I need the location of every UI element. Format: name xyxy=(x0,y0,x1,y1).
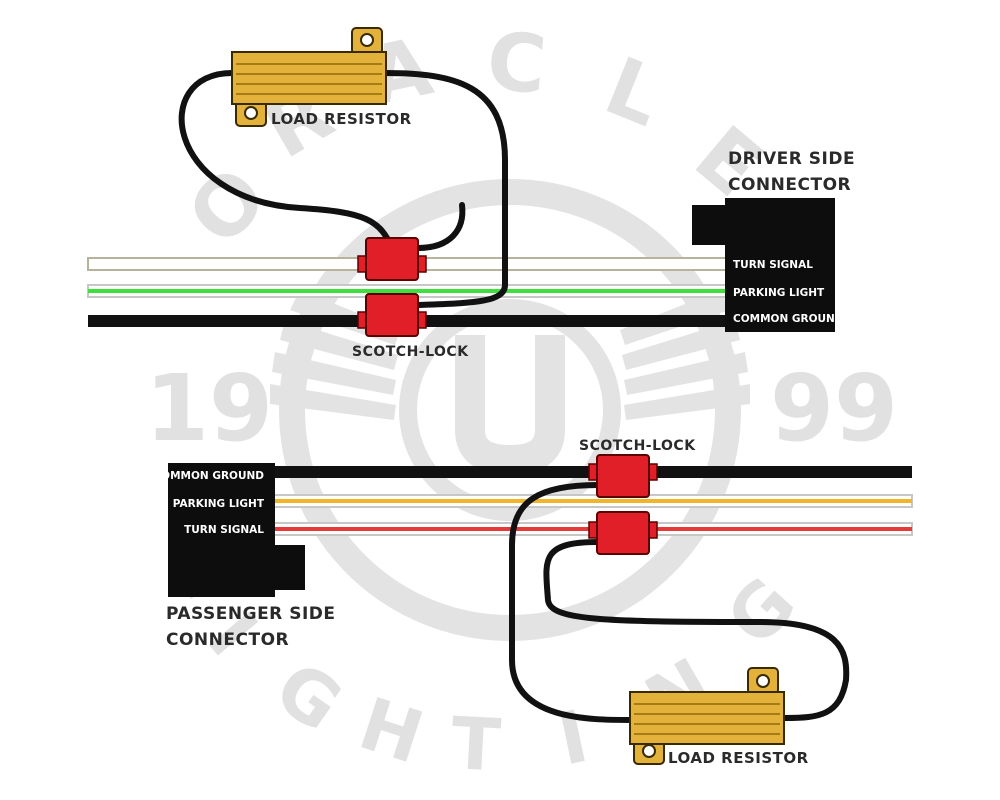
driver-resistor-lead-left xyxy=(178,70,395,251)
driver-resistor-lead-right xyxy=(382,70,508,308)
passenger-side-connector xyxy=(168,463,305,597)
watermark-logo: O R A C L E L I G H T I N G 19 99 xyxy=(145,14,898,787)
passenger-load-resistor-label: LOAD RESISTOR xyxy=(668,749,809,767)
passenger-connector-title-line2: CONNECTOR xyxy=(166,630,289,650)
driver-side-connector xyxy=(692,198,835,332)
watermark-letter-c: C xyxy=(483,14,550,112)
driver-connector-title-line1: DRIVER SIDE xyxy=(728,149,855,169)
passenger-resistor-lead-right xyxy=(543,539,850,721)
passenger-side-assembly: COMMON GROUND PARKING LIGHT TURN SIGNAL … xyxy=(153,438,913,767)
driver-pin-turn-signal: TURN SIGNAL xyxy=(733,259,813,271)
watermark-letter-g: G xyxy=(260,645,357,748)
watermark-letter-i2: I xyxy=(551,694,595,782)
driver-load-resistor-label: LOAD RESISTOR xyxy=(271,110,412,128)
passenger-pin-parking-light: PARKING LIGHT xyxy=(173,498,265,510)
driver-side-assembly: TURN SIGNAL PARKING LIGHT COMMON GROUND … xyxy=(87,27,855,360)
passenger-resistor-lead-left xyxy=(509,482,635,723)
passenger-connector-title-line1: PASSENGER SIDE xyxy=(166,604,336,624)
passenger-scotch-lock-top xyxy=(588,454,658,498)
watermark-letter-g2: G xyxy=(710,561,812,661)
driver-scotch-lock-bottom xyxy=(357,293,427,337)
driver-parking-light-wire xyxy=(88,289,738,293)
watermark-year-right: 99 xyxy=(770,355,898,462)
driver-scotch-lock-label: SCOTCH-LOCK xyxy=(352,344,469,360)
driver-pin-parking-light: PARKING LIGHT xyxy=(733,287,825,299)
passenger-pin-common-ground: COMMON GROUND xyxy=(153,470,264,482)
passenger-scotch-lock-bottom xyxy=(588,511,658,555)
driver-load-resistor xyxy=(231,27,387,127)
passenger-scotch-lock-label: SCOTCH-LOCK xyxy=(579,438,696,454)
watermark-letter-t: T xyxy=(449,701,502,787)
passenger-parking-light-wire xyxy=(270,499,912,503)
watermark-letter-h: H xyxy=(350,681,433,780)
driver-pin-common-ground: COMMON GROUND xyxy=(733,313,844,325)
watermark-year-left: 19 xyxy=(145,355,273,462)
watermark-letter-l: L xyxy=(593,39,675,144)
passenger-pin-turn-signal: TURN SIGNAL xyxy=(184,524,264,536)
driver-connector-title-line2: CONNECTOR xyxy=(728,175,851,195)
driver-scotch-lock-link xyxy=(415,202,466,251)
driver-scotch-lock-top xyxy=(357,237,427,281)
passenger-load-resistor xyxy=(629,667,785,765)
